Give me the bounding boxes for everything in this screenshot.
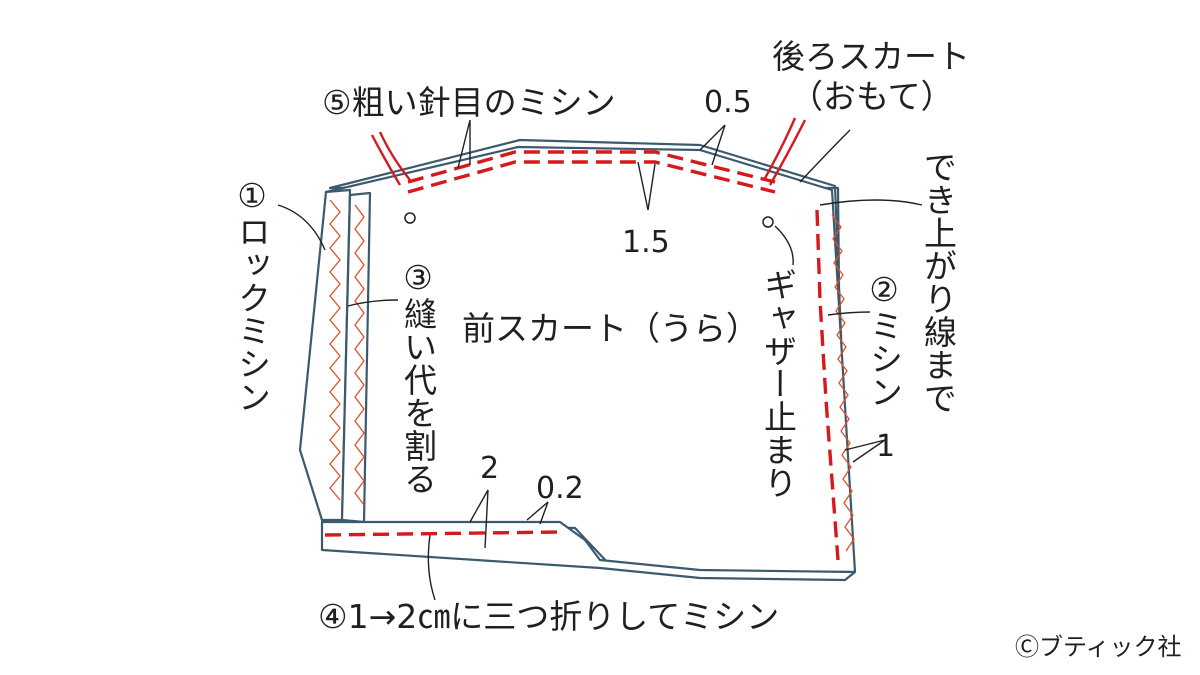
leader-step1 bbox=[277, 204, 326, 251]
label-front-skirt: 前スカート（うら） bbox=[462, 309, 759, 348]
left-seam-allowance-outer bbox=[298, 188, 352, 522]
label-gather-stop: ギャザー止まり bbox=[759, 268, 798, 499]
thread-tail-left-2 bbox=[378, 131, 411, 181]
inner-overlock-stitch bbox=[354, 204, 365, 506]
label-measure-05: 0.5 bbox=[704, 85, 752, 120]
gather-stop-marker-left bbox=[404, 212, 416, 224]
thread-tail-right bbox=[768, 119, 807, 186]
left-overlock-stitch bbox=[329, 199, 341, 501]
label-measure-15: 1.5 bbox=[622, 225, 670, 260]
leader-step3 bbox=[347, 299, 399, 307]
label-step1: ①ロックミシン bbox=[233, 176, 272, 413]
right-overlock-stitch bbox=[831, 214, 855, 552]
leader-02 bbox=[526, 501, 549, 525]
label-step4: ④1→2㎝に三つ折りしてミシン bbox=[318, 597, 779, 636]
label-back-skirt: 後ろスカート bbox=[772, 37, 970, 76]
label-measure-2: 2 bbox=[480, 451, 499, 486]
label-to-finish: でき上がり線まで bbox=[919, 150, 958, 414]
leader-1 bbox=[844, 439, 886, 463]
label-back-skirt-side: （おもて） bbox=[790, 77, 954, 116]
label-measure-1: 1 bbox=[876, 429, 895, 464]
thread-tail-left bbox=[370, 134, 402, 186]
label-copyright: Ⓒブティック社 bbox=[1015, 633, 1182, 661]
side-seam-stitch bbox=[815, 209, 840, 561]
gather-stitch-line-2 bbox=[407, 150, 776, 184]
gather-stitch-line-1 bbox=[407, 160, 776, 194]
leader-step5 bbox=[457, 119, 471, 169]
leader-05 bbox=[699, 124, 726, 166]
label-step2: ②ミシン bbox=[865, 270, 904, 408]
thread-tail-right-2 bbox=[762, 117, 797, 181]
leader-gather-stop bbox=[774, 225, 794, 266]
leader-to-finish bbox=[819, 199, 923, 206]
label-step5: ⑤粗い針目のミシン bbox=[322, 83, 616, 122]
leader-step2 bbox=[827, 311, 871, 316]
leader-back-skirt bbox=[799, 129, 851, 183]
label-step3: ③縫い代を割る bbox=[399, 258, 438, 495]
hem-fold-strip bbox=[320, 520, 857, 582]
gather-stop-marker-right bbox=[762, 216, 774, 228]
leader-step4 bbox=[427, 534, 436, 601]
leader-15 bbox=[637, 161, 656, 211]
label-measure-02: 0.2 bbox=[536, 471, 584, 506]
hem-stitch bbox=[324, 530, 561, 537]
leader-2 bbox=[469, 489, 489, 549]
